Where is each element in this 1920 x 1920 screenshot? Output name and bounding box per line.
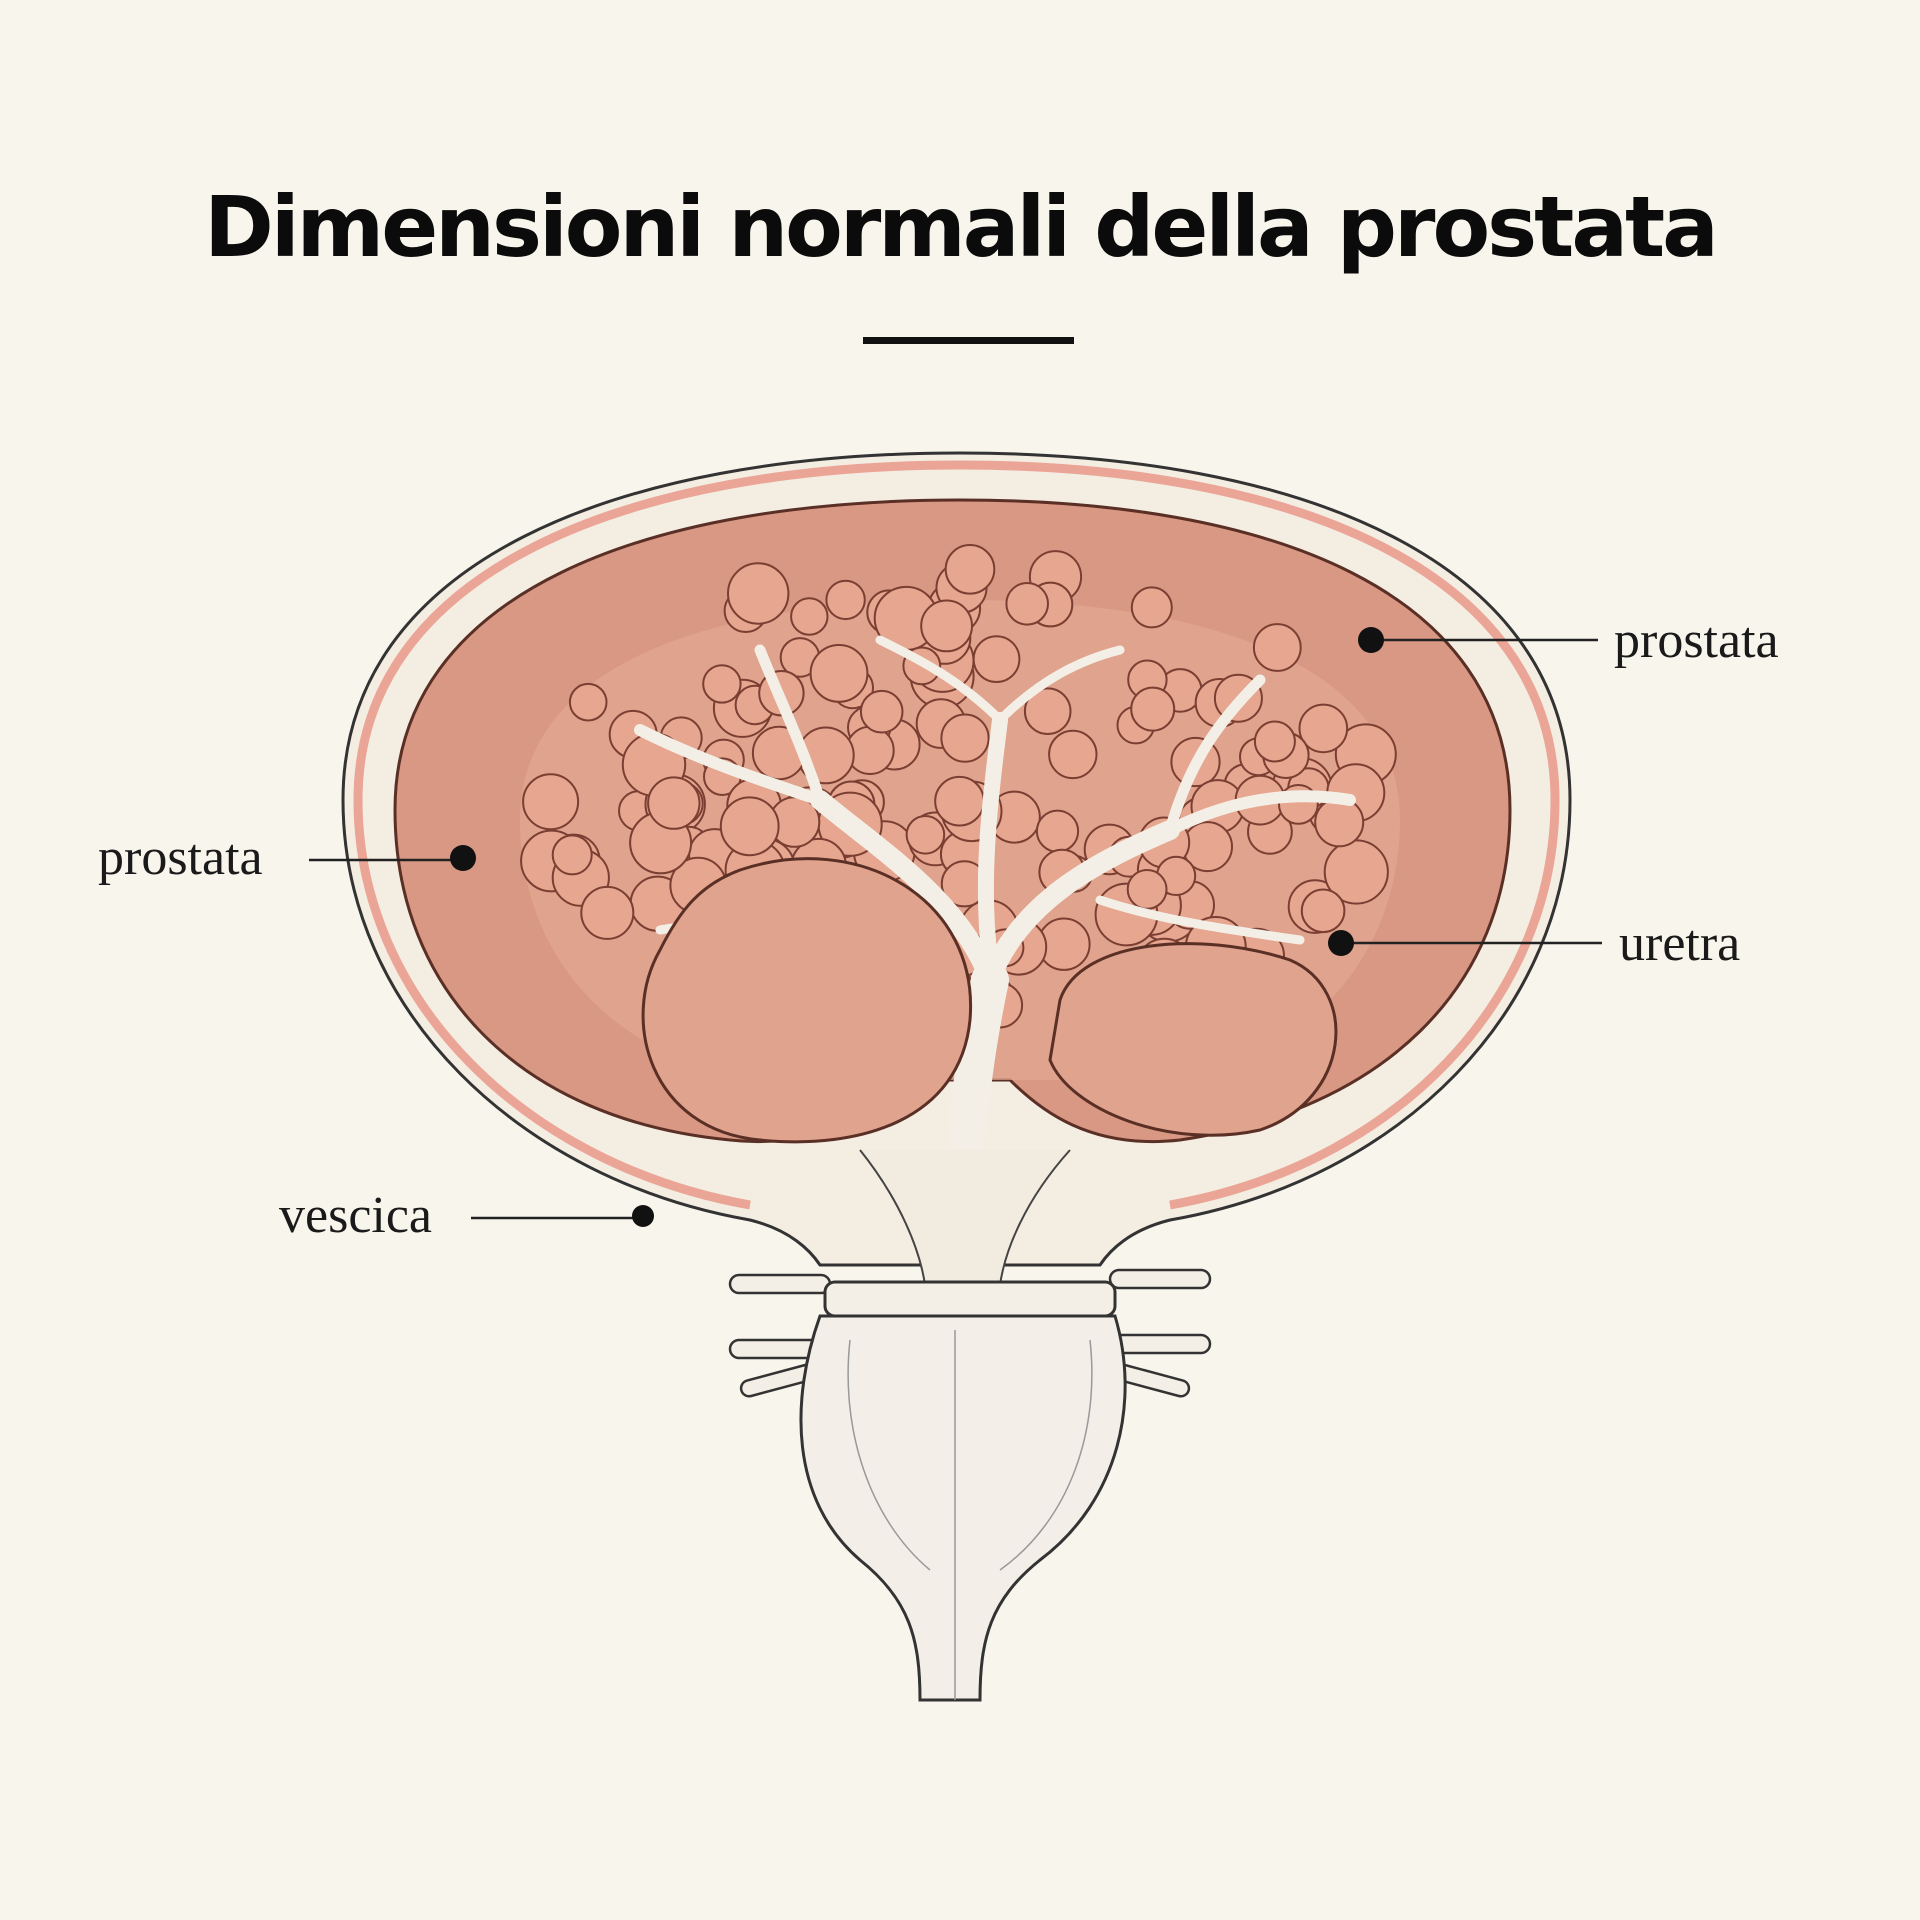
- gland-lobule: [1130, 586, 1173, 629]
- gland-lobule: [522, 773, 580, 831]
- gland-lobule: [727, 562, 790, 625]
- label-vescica: vescica: [279, 1187, 433, 1244]
- gland-lobule: [1005, 582, 1049, 626]
- gland-lobule: [568, 682, 608, 722]
- gland-lobule: [790, 597, 829, 636]
- gland-lobule: [1252, 623, 1302, 672]
- gland-lobule: [647, 776, 701, 830]
- gland-lobule: [1023, 687, 1072, 736]
- gland-lobule: [1253, 720, 1296, 763]
- gland-lobule: [920, 599, 973, 653]
- gland-lobule: [809, 644, 869, 703]
- gland-lobule: [859, 689, 904, 734]
- gland-lobule: [1130, 686, 1176, 732]
- right-lower-lobe: [1048, 942, 1338, 1137]
- leader-lines: [309, 638, 1602, 1220]
- label-prostata-left: prostata: [98, 829, 263, 886]
- gland-lobule: [1314, 797, 1365, 848]
- gland-lobule: [702, 664, 742, 704]
- gland-lobule: [551, 834, 593, 876]
- neck-ring: [823, 1280, 1117, 1318]
- gland-lobule: [972, 635, 1021, 683]
- gland-lobule: [1298, 703, 1349, 754]
- gland-lobule: [719, 796, 780, 857]
- gland-lobule: [1126, 869, 1168, 910]
- title-underline: [863, 337, 1074, 344]
- sphincter-bands: [728, 1268, 1212, 1398]
- label-uretra: uretra: [1619, 915, 1741, 972]
- gland-lobule: [944, 544, 996, 595]
- gland-lobule: [940, 713, 990, 763]
- label-prostata-right: prostata: [1614, 612, 1779, 669]
- urethral-bulb: [799, 1314, 1127, 1702]
- gland-lobule: [825, 579, 866, 621]
- gland-lobule: [905, 815, 946, 855]
- gland-lobule: [1300, 888, 1346, 934]
- gland-lobule: [1048, 729, 1098, 780]
- gland-lobule: [1035, 809, 1080, 853]
- page-title: Dimensioni normali della prostata: [204, 178, 1719, 276]
- left-lower-lobe: [641, 857, 973, 1144]
- capsule-pink-band: [353, 460, 1560, 1210]
- gland-lobule: [934, 775, 985, 827]
- leader-dots: [450, 627, 1384, 1227]
- gland-lobule: [580, 885, 635, 940]
